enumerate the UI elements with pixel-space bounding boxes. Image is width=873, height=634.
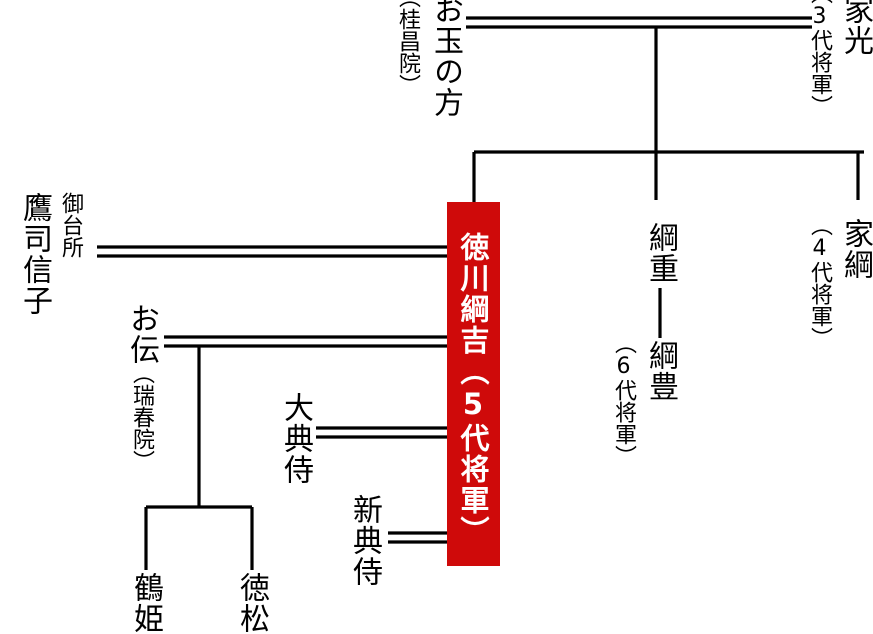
person-ietsuna-name: 家綱 [838,218,873,280]
person-iemitsu-name: 家光 [838,0,873,56]
person-oden-note: （瑞春院） [129,362,154,472]
person-takatsukasa-title: 御台所 [58,192,83,258]
person-shintenji-name: 新典侍 [347,494,382,587]
person-tsunayoshi-name: 徳川綱吉（5代将軍） [456,232,490,547]
person-tsunatoyo-note: （6代将軍） [611,332,636,467]
subject-highlight-box [447,202,500,566]
person-takatsukasa-name: 鷹司信子 [17,192,52,316]
person-otama-note: （桂昌院） [395,0,420,96]
person-tsuruhime-name: 鶴姫 [128,572,163,634]
person-otama-name: お玉の方 [428,0,463,118]
person-ietsuna-note: （4代将軍） [807,214,832,349]
person-oden-name: お伝 [124,303,159,365]
person-tsunatoyo-name: 綱豊 [643,340,678,402]
person-tsunashige-name: 綱重 [643,222,678,284]
person-daitenji-name: 大典侍 [278,392,313,485]
person-iemitsu-note: （3代将軍） [807,0,832,117]
person-tokumatsu-name: 徳松 [234,572,269,634]
